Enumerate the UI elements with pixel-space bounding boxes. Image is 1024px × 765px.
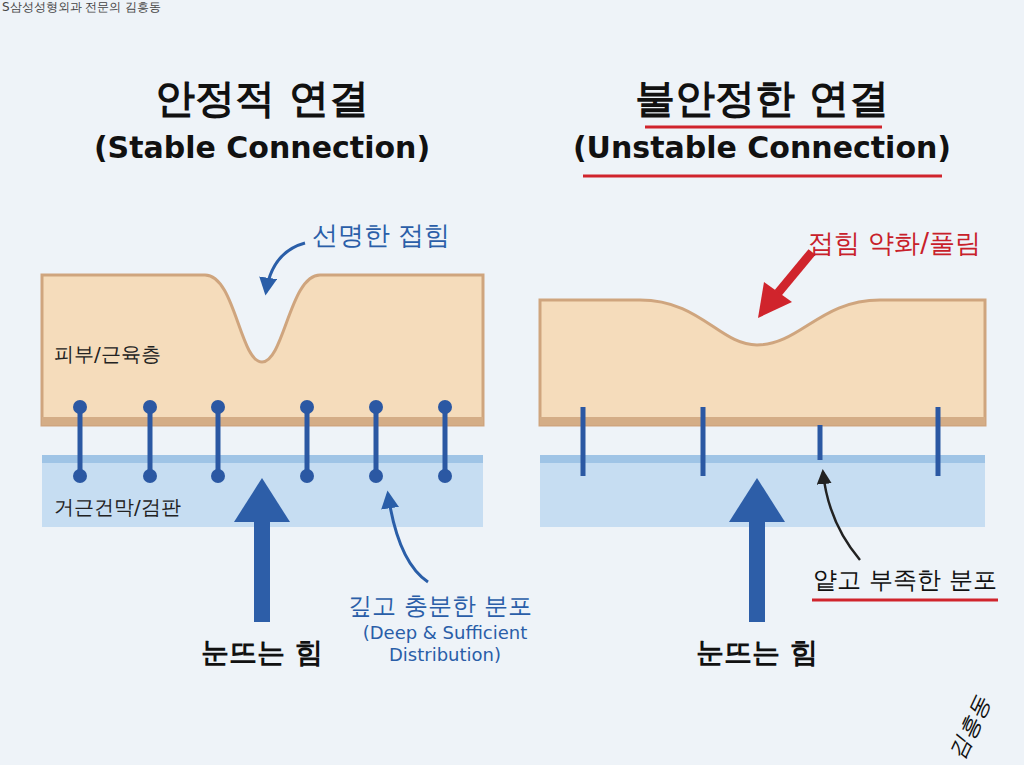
aponeurosis-band: 거근건막/검판: [42, 455, 483, 527]
arrow-shaft: [254, 518, 270, 622]
callout-text: 선명한 접힘: [312, 220, 482, 251]
skin-band: [540, 300, 985, 425]
underline: [583, 175, 942, 178]
force-label: 눈뜨는 힘: [182, 636, 342, 670]
anchor-pin: [78, 407, 83, 476]
anchor-dot: [369, 469, 383, 483]
aponeurosis-fill: [42, 455, 483, 527]
panel-subtitle: (Unstable Connection): [562, 130, 962, 166]
anchor-pin: [443, 407, 448, 476]
anchor-dot: [300, 400, 314, 414]
anchor-pin: [148, 407, 153, 476]
arrow-shaft: [749, 518, 765, 622]
underline: [645, 126, 882, 129]
watermark: S삼성성형외과 전문의 김흥동: [2, 0, 262, 14]
anchor-dot: [300, 469, 314, 483]
force-arrow: [234, 478, 290, 622]
anchor-pin: [374, 407, 379, 476]
anchor-dot: [438, 400, 452, 414]
signature: 김흥동: [941, 686, 999, 765]
skin-stripe: [42, 417, 483, 425]
anchor-dot: [73, 469, 87, 483]
force-label: 눈뜨는 힘: [677, 636, 837, 670]
aponeurosis-stripe: [42, 455, 483, 463]
aponeurosis-band: [540, 455, 985, 527]
arrow-head: [758, 282, 792, 318]
leader-arrow: [266, 243, 305, 292]
arrow-head: [234, 478, 290, 522]
arrow-head: [729, 478, 785, 522]
skin-muscle-band: 피부/근육층: [42, 270, 483, 428]
panel-subtitle: (Stable Connection): [62, 130, 462, 166]
skin-band: [42, 275, 483, 425]
shallow-anchors: [583, 407, 938, 476]
panel-title: 안정적 연결: [62, 74, 462, 122]
aponeurosis-stripe: [540, 455, 985, 463]
anchor-pin: [216, 407, 221, 476]
leader-arrow: [778, 252, 812, 293]
callout-text: 깊고 충분한 분포: [330, 592, 550, 621]
anchor-dot: [143, 469, 157, 483]
anchor-dot: [211, 400, 225, 414]
leader-arrow: [388, 494, 428, 582]
layer-label: 거근건막/검판: [54, 495, 181, 519]
callout-text: 접힘 약화/풀림: [808, 228, 1018, 259]
anchor-dot: [211, 469, 225, 483]
panel-title: 불안정한 연결: [562, 74, 962, 122]
anchor-pin: [305, 407, 310, 476]
deep-anchors: [73, 400, 452, 483]
anchor-dot: [438, 469, 452, 483]
callout-text: 얕고 부족한 분포: [800, 566, 1010, 595]
anchor-pin: [936, 407, 941, 476]
anchor-pin: [701, 407, 706, 476]
anchor-dot: [143, 400, 157, 414]
anchor-pin: [818, 425, 823, 460]
underline: [812, 599, 998, 602]
layer-label: 피부/근육층: [54, 342, 161, 366]
anchor-dot: [369, 400, 383, 414]
anchor-dot: [73, 400, 87, 414]
leader-arrow: [823, 472, 860, 560]
skin-stripe: [540, 417, 985, 425]
callout-text: (Deep & Sufficient Distribution): [345, 622, 545, 665]
force-arrow: [729, 478, 785, 622]
anchor-pin: [581, 407, 586, 476]
